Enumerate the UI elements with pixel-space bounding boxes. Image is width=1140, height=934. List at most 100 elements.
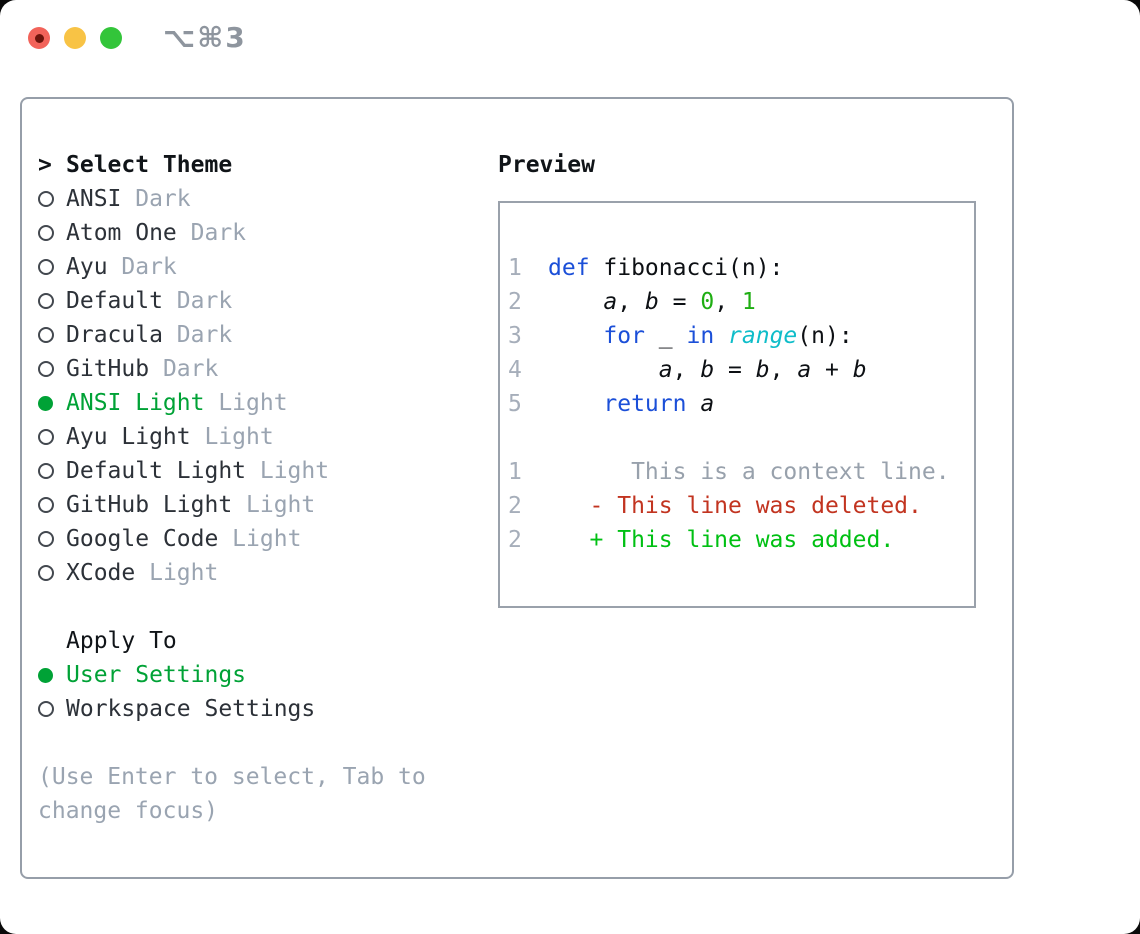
theme-item[interactable]: GitHub Dark (38, 352, 426, 386)
line-number: 2 (508, 527, 522, 553)
theme-item[interactable]: Dracula Dark (38, 318, 426, 352)
theme-item[interactable]: Google Code Light (38, 522, 426, 556)
code-token-plain: , (672, 357, 701, 383)
line-number: 2 (508, 493, 522, 519)
radio-unselected-icon (38, 327, 54, 343)
line-number: 4 (508, 357, 522, 383)
code-token-kw: return (603, 391, 687, 417)
code-token-var: a (797, 357, 812, 383)
theme-variant-label: Dark (149, 356, 219, 382)
code-token-var: a (603, 289, 618, 315)
zoom-button[interactable] (100, 27, 122, 49)
code-token-plain (686, 391, 700, 417)
radio-unselected-icon (38, 429, 54, 445)
radio-marker (38, 259, 66, 275)
theme-variant-label: Light (246, 458, 330, 484)
radio-unselected-icon (38, 565, 54, 581)
apply-to-option[interactable]: User Settings (38, 658, 426, 692)
code-token-plain (548, 391, 603, 417)
code-token-plain: , (769, 357, 798, 383)
radio-marker (38, 463, 66, 479)
theme-item[interactable]: GitHub Light Light (38, 488, 426, 522)
theme-item-label: Google Code (66, 526, 219, 552)
radio-unselected-icon (38, 225, 54, 241)
code-token-builtin: range (728, 323, 798, 349)
theme-variant-label: Dark (162, 322, 233, 348)
code-token-var: a (658, 357, 673, 383)
theme-variant-label: Light (232, 492, 316, 518)
apply-to-heading-row: Apply To (38, 624, 426, 658)
theme-variant-label: Dark (121, 186, 191, 212)
radio-marker (38, 327, 66, 343)
theme-list-heading-row: >Select Theme (38, 148, 426, 182)
radio-unselected-icon (38, 463, 54, 479)
theme-item-label: ANSI Light (66, 390, 205, 416)
apply-to-option-label: User Settings (66, 662, 247, 688)
radio-marker (38, 429, 66, 445)
code-token-var: b (852, 357, 867, 383)
code-token-plain (714, 323, 728, 349)
theme-variant-label: Light (190, 424, 274, 450)
theme-variant-label: Dark (162, 288, 233, 314)
apply-to-option[interactable]: Workspace Settings (38, 692, 426, 726)
code-line: 4 a, b = b, a + b (508, 353, 974, 387)
code-token-var: a (700, 391, 715, 417)
theme-item[interactable]: Default Dark (38, 284, 426, 318)
theme-item[interactable]: ANSI Dark (38, 182, 426, 216)
line-number: 2 (508, 289, 522, 315)
theme-variant-label: Light (135, 560, 219, 586)
apply-to-option-label: Workspace Settings (66, 696, 316, 722)
code-token-del: - This line was deleted. (548, 493, 922, 519)
titlebar: ⌥⌘3 (0, 0, 1140, 76)
theme-item[interactable]: Ayu Dark (38, 250, 426, 284)
code-token-add: + This line was added. (548, 527, 895, 553)
theme-item[interactable]: Ayu Light Light (38, 420, 426, 454)
theme-item[interactable]: Default Light Light (38, 454, 426, 488)
code-token-num: 0 (700, 289, 715, 315)
window-title: ⌥⌘3 (163, 21, 247, 54)
code-line (508, 421, 974, 455)
apply-to-heading: Apply To (66, 628, 177, 654)
theme-variant-label: Light (218, 526, 302, 552)
close-button-dot-icon (34, 33, 44, 43)
prompt-marker: > (38, 148, 66, 182)
minimize-button[interactable] (64, 27, 86, 49)
code-line: 2 + This line was added. (508, 523, 974, 557)
theme-item-label: Default Light (66, 458, 247, 484)
radio-unselected-icon (38, 361, 54, 377)
prompt-icon: > (38, 152, 52, 178)
code-token-ctx: This is a context line. (548, 459, 950, 485)
code-token-plain: , (617, 289, 645, 315)
code-token-num: 1 (741, 289, 756, 315)
theme-item[interactable]: ANSI Light Light (38, 386, 426, 420)
code-token-plain: + (811, 357, 853, 383)
theme-item-label: Atom One (66, 220, 177, 246)
line-number: 5 (508, 391, 522, 417)
radio-unselected-icon (38, 701, 54, 717)
radio-marker (38, 497, 66, 513)
code-line: 2 a, b = 0, 1 (508, 285, 974, 319)
radio-selected-icon (38, 667, 53, 683)
radio-marker (38, 565, 66, 581)
line-number: 3 (508, 323, 522, 349)
code-token-kw: for (603, 323, 645, 349)
theme-item[interactable]: Atom One Dark (38, 216, 426, 250)
theme-item-label: Default (66, 288, 163, 314)
close-button[interactable] (28, 27, 50, 49)
theme-variant-label: Dark (176, 220, 247, 246)
code-token-plain: fibonacci(n): (589, 255, 784, 281)
code-token-plain (548, 357, 659, 383)
code-token-plain: = (658, 289, 701, 315)
radio-marker (38, 531, 66, 547)
code-token-plain (548, 289, 603, 315)
code-line: 1 This is a context line. (508, 455, 974, 489)
theme-item-label: Dracula (66, 322, 163, 348)
theme-item[interactable]: XCode Light (38, 556, 426, 590)
code-token-kw: in (686, 323, 715, 349)
theme-item-label: ANSI (66, 186, 122, 212)
code-line: 5 return a (508, 387, 974, 421)
